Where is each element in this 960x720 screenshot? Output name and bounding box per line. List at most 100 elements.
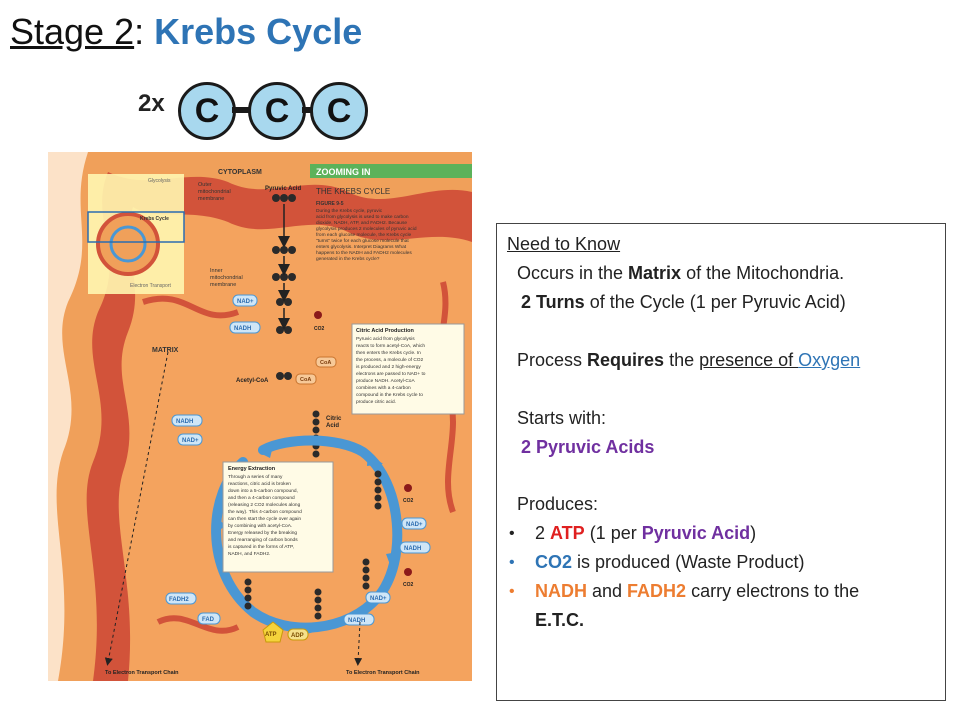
krebs-diagram-svg: Glycolysis Krebs Cycle Electron Transpor… [48,152,472,681]
adp-label: ADP [291,633,304,639]
outer-membrane-label-2: mitochondrial [198,189,231,195]
citric-box-line: the process, a molecule of CO2 [356,357,424,363]
pyruvic-acid-molecule [272,194,296,202]
acetyl-coa-label: Acetyl-CoA [236,378,269,384]
carbon-atom: C [178,82,236,140]
citric-acid-label-1: Citric [326,416,342,422]
caption-line: During the Krebs cycle, pyruvic [316,208,383,214]
atp-word: ATP [550,523,585,543]
etc-text: E.T.C. [535,610,585,630]
energy-box-line: and then a 4-carbon compound [228,495,295,501]
citric-box-line: produce NADH. Acetyl-CoA [356,378,415,384]
matrix-line-pre: Occurs in the [517,263,629,283]
co2-word: CO2 [535,552,573,572]
co2-label-3: CO2 [403,582,414,588]
nad-label-2: NAD+ [182,438,199,444]
energy-box-line: (releasing 2 CO2 molecules along [228,502,301,508]
title-stage: Stage 2 [10,11,135,52]
oxygen-line-underline: presence of [699,350,799,370]
nad-label-3: NAD+ [406,522,423,528]
citric-acid-box [351,323,465,415]
coa-label: CoA [320,360,331,366]
nadh-bullet-post: carry electrons to the [686,581,860,601]
atp-bullet-post: ) [750,523,757,543]
caption-line: dioxide, NADH, ATP, and FADH2. Because [316,220,407,226]
cytoplasm-label: CYTOPLASM [218,169,262,176]
co2-bullet-post: is produced (Waste Product) [572,552,805,572]
caption-line: generated in the Krebs cycle? [316,256,380,262]
mini-krebs-label: Krebs Cycle [140,216,169,222]
nadh-bullet: NADH and FADH2 carry electrons to the [535,577,859,606]
nad-label: NAD+ [237,299,254,305]
title-colon: : [134,11,145,52]
citric-box-line: produce citric acid. [356,399,396,405]
energy-box-line: the way). This 4-carbon compound [228,509,302,515]
matrix-label: MATRIX [152,347,179,354]
turns-line-bold: 2 Turns [521,292,585,312]
citric-acid-label-2: Acid [326,423,339,429]
to-etc-label-left: To Electron Transport Chain [105,670,179,676]
citric-box-line: compound in the Krebs cycle to [356,392,423,398]
citric-box-line: reacts to form acetyl-CoA, which [356,343,425,349]
energy-box-line: Energy released by the breaking [228,530,297,536]
matrix-line: Occurs in the Matrix of the Mitochondria… [517,259,844,288]
nadh-word: NADH [535,581,587,601]
energy-box-line: can then start the cycle over again [228,516,301,522]
zooming-in-label: ZOOMING IN [316,167,371,177]
energy-box-line: by combining with acetyl-CoA. [228,523,292,529]
atp-bullet: 2 ATP (1 per Pyruvic Acid) [535,519,756,548]
energy-box-line: is captured in the forms of ATP, [228,544,294,550]
citric-box-title: Citric Acid Production [356,328,414,334]
mini-etc-label: Electron Transport [130,283,171,289]
energy-box-line: Through a series of many [228,474,283,480]
mini-glycolysis-label: Glycolysis [148,178,171,184]
pyruvic-acids-text: 2 Pyruvic Acids [521,437,655,457]
caption-line: acid from glycolysis is used to make car… [316,214,409,220]
nadh-label: NADH [234,326,251,332]
the-krebs-cycle-label: THE KREBS CYCLE [316,187,390,196]
matrix-line-post: of the Mitochondria. [681,263,845,283]
co2-label: CO2 [314,326,325,332]
fadh2-label: FADH2 [169,597,189,603]
to-etc-label-right: To Electron Transport Chain [346,670,420,676]
co2-label-2: CO2 [403,498,414,504]
bullet-glyph: • [509,583,515,600]
need-to-know-panel: Need to Know Occurs in the Matrix of the… [496,223,946,701]
fadh2-word: FADH2 [627,581,687,601]
citric-box-line: combines with a 4-carbon [356,385,411,391]
pyruvic-acid-word: Pyruvic Acid [641,523,751,543]
carbon-chain: 2x C C C [138,80,368,144]
krebs-cycle-figure: Glycolysis Krebs Cycle Electron Transpor… [48,152,472,681]
fad-label: FAD [202,617,215,623]
oxygen-line-mid: the [664,350,700,370]
inner-membrane-label-3: membrane [210,282,236,288]
caption-line: "turns" twice for each glucose molecule … [316,238,409,244]
bullet-glyph: • [509,525,515,542]
caption-title: FIGURE 9-5 [316,201,344,207]
starts-with-label: Starts with: [517,408,607,428]
caption-line: enters glycolysis. Interpret Diagrams Wh… [316,244,407,250]
bullet-glyph: • [509,554,515,571]
need-to-know-heading: Need to Know [507,234,621,254]
nadh-label-4: NADH [348,618,365,624]
turns-line: 2 Turns of the Cycle (1 per Pyruvic Acid… [521,288,846,317]
outer-membrane-label-3: membrane [198,196,224,202]
nadh-label-3: NADH [404,546,421,552]
citric-box-line: then enters the Krebs cycle. In [356,350,421,356]
energy-box-line: and rearranging of carbon bonds [228,537,298,543]
coa-label-2: CoA [300,377,311,383]
energy-box-line: reactions, citric acid is broken [228,481,291,487]
atp-bullet-pre: 2 [535,523,551,543]
outer-membrane-label-1: Outer [198,182,212,188]
mini-mitochondrion [96,212,160,276]
caption-line: glycolysis produces 2 molecules of pyruv… [316,226,417,232]
carbon-multiplier: 2x [138,90,165,117]
oxygen-line-pre: Process [517,350,588,370]
citric-box-line: Pyruvic acid from glycolysis [356,336,415,342]
energy-extraction-box [222,461,334,573]
produces-label: Produces: [517,494,599,514]
slide-title: Stage 2: Krebs Cycle [10,10,362,54]
oxygen-line: Process Requires the presence of Oxygen [517,346,860,375]
carbon-bond [232,107,252,113]
carbon-atom: C [248,82,306,140]
